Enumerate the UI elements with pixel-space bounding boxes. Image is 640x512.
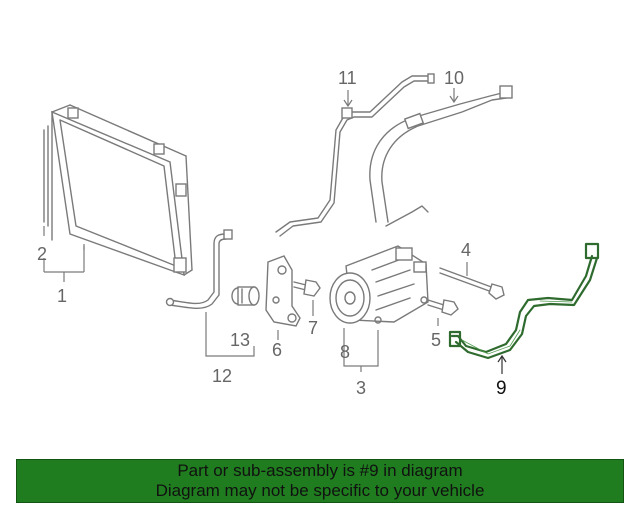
- callout-6: 6: [272, 340, 282, 360]
- callout-9: 9: [496, 378, 507, 399]
- compressor-bolt-short: [427, 299, 459, 316]
- liquid-tube: [275, 73, 435, 237]
- leader-11: [343, 90, 353, 108]
- callout-12: 12: [212, 366, 232, 386]
- callout-7: 7: [308, 318, 318, 338]
- banner-line-part: Part or sub-assembly is #9 in diagram: [177, 461, 463, 480]
- callout-3: 3: [356, 378, 366, 398]
- discharge-hose-part-9: [448, 242, 600, 360]
- liquid-line: [165, 229, 233, 309]
- callout-4: 4: [461, 240, 471, 260]
- callout-8: 8: [340, 342, 350, 362]
- callout-10: 10: [444, 68, 464, 88]
- callout-11: 11: [338, 68, 357, 88]
- pressure-switch: [231, 286, 260, 306]
- callout-1: 1: [57, 286, 67, 306]
- callout-2: 2: [37, 244, 47, 264]
- suction-hose: [369, 85, 513, 227]
- compressor-bracket: [265, 255, 301, 327]
- ac-compressor: [329, 245, 429, 324]
- part-info-banner: Part or sub-assembly is #9 in diagram Di…: [16, 459, 624, 503]
- callout-13: 13: [230, 330, 250, 350]
- leader-10: [449, 88, 459, 104]
- compressor-bolt-long: [439, 267, 505, 300]
- leader-1: [43, 226, 85, 282]
- leader-12: [205, 312, 255, 357]
- callout-5: 5: [431, 330, 441, 350]
- leader-3: [343, 328, 379, 372]
- parts-diagram: 1 2 12 13 6 7: [37, 68, 600, 399]
- banner-line-disclaimer: Diagram may not be specific to your vehi…: [155, 481, 485, 500]
- leader-9: [497, 354, 507, 374]
- condenser: [43, 104, 193, 277]
- bracket-bolt: [293, 279, 321, 297]
